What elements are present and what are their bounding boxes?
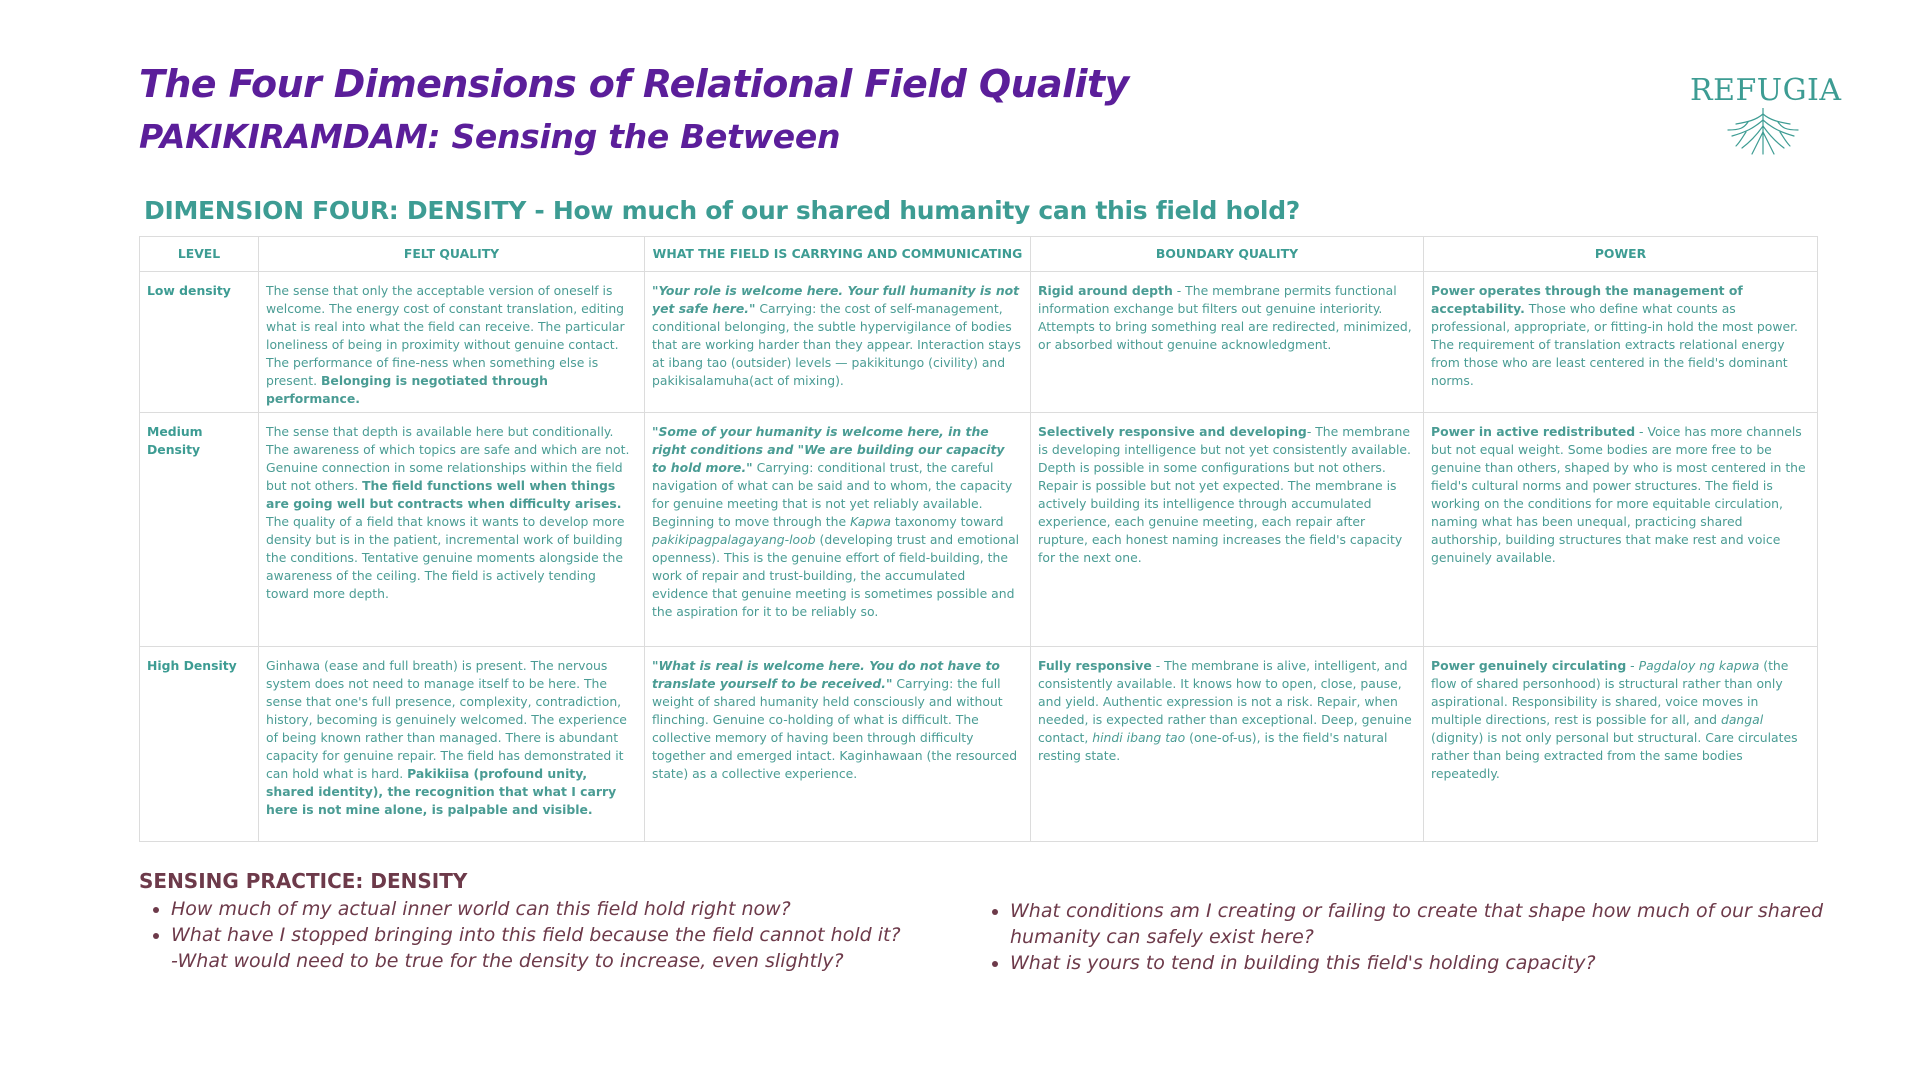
carrying-text: Carrying: conditional trust, the careful… bbox=[652, 460, 1013, 529]
table-row-low-density: Low density The sense that only the acce… bbox=[139, 271, 1818, 413]
carrying-quote: "Some of your humanity is welcome here, … bbox=[652, 424, 1005, 475]
power-term-pagdaloy: Pagdaloy ng kapwa bbox=[1638, 658, 1760, 673]
practice-questions-left: How much of my actual inner world can th… bbox=[139, 896, 991, 974]
boundary-text: - The membrane permits functional inform… bbox=[1038, 283, 1412, 352]
carrying-text: Carrying: the full weight of shared huma… bbox=[652, 676, 1018, 781]
column-header-power: POWER bbox=[1423, 236, 1818, 272]
boundary-emphasis: Fully responsive bbox=[1038, 658, 1152, 673]
felt-text: Ginhawa (ease and full breath) is presen… bbox=[266, 658, 627, 781]
felt-text: The sense that only the acceptable versi… bbox=[266, 283, 625, 388]
felt-quality-cell: Ginhawa (ease and full breath) is presen… bbox=[258, 646, 645, 842]
level-cell: Low density bbox=[139, 271, 259, 413]
carrying-quote: "What is real is welcome here. You do no… bbox=[652, 658, 1000, 691]
power-cell: Power genuinely circulating - Pagdaloy n… bbox=[1423, 646, 1818, 842]
felt-text-continued: The quality of a field that knows it wan… bbox=[266, 514, 625, 601]
power-emphasis: Power genuinely circulating bbox=[1431, 658, 1627, 673]
felt-quality-cell: The sense that only the acceptable versi… bbox=[258, 271, 645, 413]
list-item-continuation: -What would need to be true for the dens… bbox=[171, 950, 844, 972]
boundary-term: hindi ibang tao bbox=[1092, 730, 1186, 745]
power-text: - bbox=[1626, 658, 1639, 673]
carrying-text-3: (developing trust and emotional openness… bbox=[652, 532, 1020, 619]
boundary-text-2: (one-of-us), is the field's natural rest… bbox=[1038, 730, 1388, 763]
column-header-boundary-quality: BOUNDARY QUALITY bbox=[1030, 236, 1424, 272]
power-text-3: (dignity) is not only personal but struc… bbox=[1431, 730, 1798, 781]
power-text: - Voice has more channels but not equal … bbox=[1431, 424, 1806, 565]
boundary-emphasis: Selectively responsive and developing bbox=[1038, 424, 1307, 439]
level-cell: High Density bbox=[139, 646, 259, 842]
boundary-cell: Selectively responsive and developing- T… bbox=[1030, 412, 1424, 647]
power-text-2: (the flow of shared personhood) is struc… bbox=[1431, 658, 1789, 727]
refugia-logo: REFUGIA bbox=[1690, 73, 1842, 158]
felt-emphasis: Belonging is negotiated through performa… bbox=[266, 373, 548, 406]
page-title: The Four Dimensions of Relational Field … bbox=[139, 62, 1129, 106]
list-item: What is yours to tend in building this f… bbox=[1010, 950, 1830, 976]
power-emphasis: Power in active redistributed bbox=[1431, 424, 1636, 439]
felt-emphasis: Pakikiisa (profound unity, shared identi… bbox=[266, 766, 617, 817]
power-emphasis: Power operates through the management of… bbox=[1431, 283, 1743, 316]
carrying-text-2: taxonomy toward bbox=[890, 514, 1004, 529]
list-item: What have I stopped bringing into this f… bbox=[171, 922, 991, 948]
power-term-dangal: dangal bbox=[1720, 712, 1764, 727]
boundary-cell: Rigid around depth - The membrane permit… bbox=[1030, 271, 1424, 413]
power-cell: Power in active redistributed - Voice ha… bbox=[1423, 412, 1818, 647]
carrying-cell: "What is real is welcome here. You do no… bbox=[644, 646, 1031, 842]
carrying-term-kapwa: Kapwa bbox=[850, 514, 891, 529]
column-header-carrying: WHAT THE FIELD IS CARRYING AND COMMUNICA… bbox=[644, 236, 1031, 272]
table-row-high-density: High Density Ginhawa (ease and full brea… bbox=[139, 646, 1818, 842]
logo-wordmark: REFUGIA bbox=[1690, 73, 1842, 108]
roots-icon bbox=[1726, 108, 1799, 155]
power-cell: Power operates through the management of… bbox=[1423, 271, 1818, 413]
carrying-text: Carrying: the cost of self-management, c… bbox=[652, 301, 1021, 388]
page-subtitle: PAKIKIRAMDAM: Sensing the Between bbox=[139, 117, 841, 156]
sensing-practice-heading: SENSING PRACTICE: DENSITY bbox=[139, 869, 468, 893]
density-table: LEVEL FELT QUALITY WHAT THE FIELD IS CAR… bbox=[139, 236, 1818, 842]
carrying-term-loob: pakikipagpalagayang-loob bbox=[652, 532, 816, 547]
boundary-text: - The membrane is alive, intelligent, an… bbox=[1038, 658, 1412, 745]
boundary-cell: Fully responsive - The membrane is alive… bbox=[1030, 646, 1424, 842]
column-header-level: LEVEL bbox=[139, 236, 259, 272]
column-header-felt-quality: FELT QUALITY bbox=[258, 236, 645, 272]
felt-quality-cell: The sense that depth is available here b… bbox=[258, 412, 645, 647]
power-text: Those who define what counts as professi… bbox=[1431, 301, 1798, 388]
carrying-cell: "Some of your humanity is welcome here, … bbox=[644, 412, 1031, 647]
carrying-quote: "Your role is welcome here. Your full hu… bbox=[652, 283, 1020, 316]
felt-emphasis: The field functions well when things are… bbox=[266, 478, 622, 511]
table-row-medium-density: Medium Density The sense that depth is a… bbox=[139, 412, 1818, 647]
list-item: How much of my actual inner world can th… bbox=[171, 896, 991, 922]
list-item: What conditions am I creating or failing… bbox=[1010, 898, 1830, 950]
boundary-text: - The membrane is developing intelligenc… bbox=[1038, 424, 1411, 565]
practice-questions-right: What conditions am I creating or failing… bbox=[978, 898, 1830, 976]
dimension-heading: DIMENSION FOUR: DENSITY - How much of ou… bbox=[144, 196, 1300, 225]
felt-text: The sense that depth is available here b… bbox=[266, 424, 630, 493]
carrying-cell: "Your role is welcome here. Your full hu… bbox=[644, 271, 1031, 413]
boundary-emphasis: Rigid around depth bbox=[1038, 283, 1173, 298]
table-header-row: LEVEL FELT QUALITY WHAT THE FIELD IS CAR… bbox=[139, 236, 1818, 272]
level-cell: Medium Density bbox=[139, 412, 259, 647]
